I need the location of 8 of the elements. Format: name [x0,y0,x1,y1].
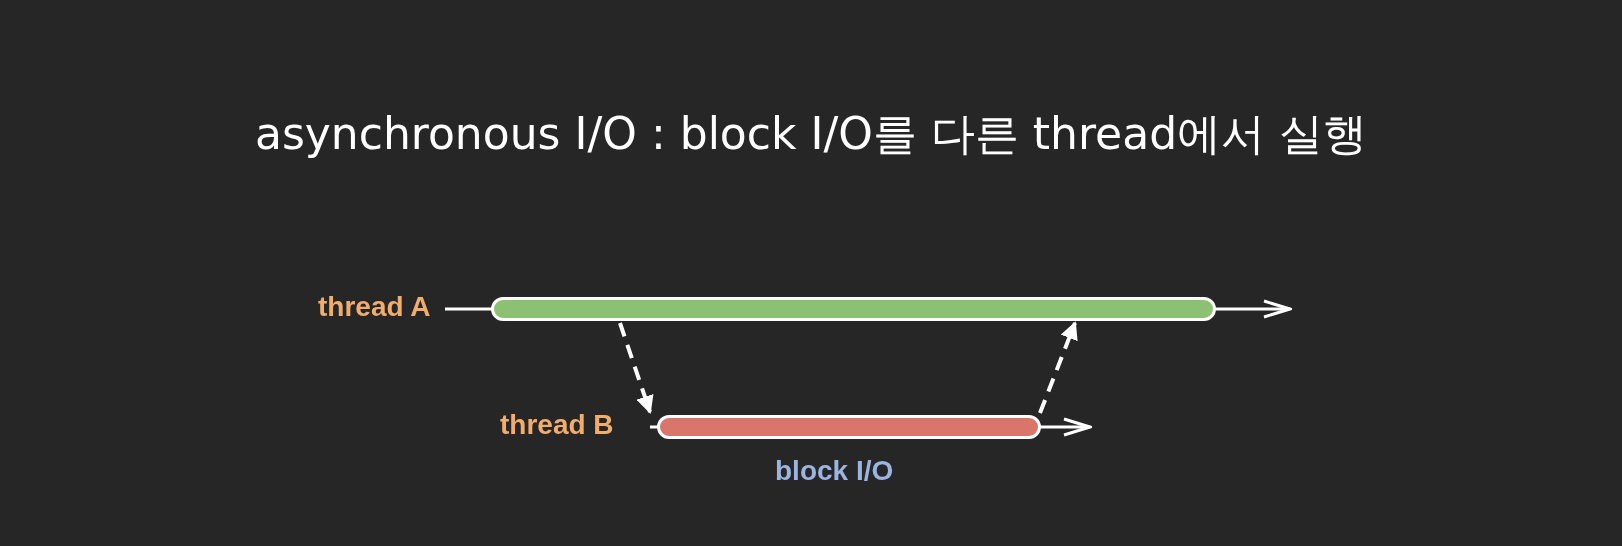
dashed-arrow [618,322,654,414]
bar-caption: block I/O [775,455,894,487]
title: asynchronous I/O : block I/O를 다른 thread에서 실행 [253,107,1369,161]
dashed-arrow [1038,321,1078,414]
thread-bar [657,415,1041,439]
thread-label: thread A [318,291,431,323]
thread-label: thread B [500,409,614,441]
thread-bar [491,297,1216,321]
